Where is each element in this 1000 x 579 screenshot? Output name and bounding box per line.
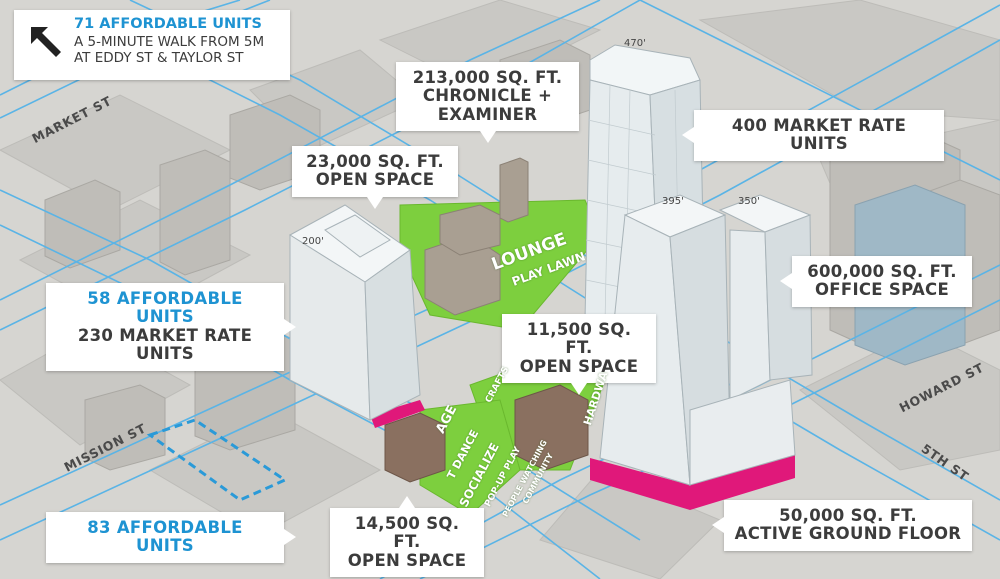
affordable-58-line1: 58 AFFORDABLE UNITS	[87, 289, 243, 327]
active-ground-floor-strips	[370, 400, 795, 510]
chronicle-line3: EXAMINER	[437, 104, 538, 124]
open-space-14k-line2: OPEN SPACE	[347, 550, 467, 570]
open-space-14k-line1: 14,500 SQ. FT.	[354, 514, 460, 552]
brick-buildings	[384, 384, 589, 483]
historic-buildings	[424, 157, 529, 316]
building-200	[289, 204, 421, 421]
callout-400-market-rate: 400 MARKET RATE UNITS	[682, 110, 944, 161]
open-space-11k-line2: OPEN SPACE	[519, 356, 639, 376]
open-space-11k-line1: 11,500 SQ. FT.	[526, 320, 632, 358]
affordable-58-line2: 230 MARKET RATE UNITS	[77, 325, 253, 364]
callout-58-affordable: 58 AFFORDABLE UNITS 230 MARKET RATE UNIT…	[46, 283, 296, 371]
height-395: 395'	[662, 196, 684, 207]
walk-box-line1: A 5-MINUTE WALK FROM 5M	[74, 33, 265, 50]
callout-chronicle-examiner: 213,000 SQ. FT. CHRONICLE + EXAMINER	[396, 62, 579, 144]
affordable-83-line1: 83 AFFORDABLE UNITS	[87, 518, 243, 556]
chronicle-line1: 213,000 SQ. FT.	[412, 68, 563, 87]
chronicle-line2: CHRONICLE +	[422, 86, 553, 106]
open-space-23k-line1: 23,000 SQ. FT.	[306, 152, 444, 171]
callout-83-affordable: 83 AFFORDABLE UNITS	[46, 512, 296, 563]
walk-distance-box: 71 AFFORDABLE UNITS A 5-MINUTE WALK FROM…	[14, 10, 290, 80]
height-350: 350'	[738, 196, 760, 207]
office-600k-line2: OFFICE SPACE	[814, 280, 950, 300]
height-200: 200'	[302, 236, 324, 247]
tower-350	[689, 194, 813, 486]
open-space-23k-line2: OPEN SPACE	[315, 170, 435, 190]
office-600k-line1: 600,000 SQ. FT.	[807, 262, 957, 281]
callout-active-ground-floor: 50,000 SQ. FT. ACTIVE GROUND FLOOR	[712, 500, 972, 551]
height-470: 470'	[624, 38, 646, 49]
callout-office-600000: 600,000 SQ. FT. OFFICE SPACE	[780, 256, 972, 307]
callout-open-space-14500: 14,500 SQ. FT. OPEN SPACE	[330, 495, 484, 578]
walk-box-title: 71 AFFORDABLE UNITS	[74, 16, 262, 32]
affordable-83-site-outline	[146, 418, 289, 502]
walk-box-line2: AT EDDY ST & TAYLOR ST	[74, 50, 244, 67]
arrow-up-left-icon	[31, 27, 61, 57]
market-400-line1: 400 MARKET RATE UNITS	[731, 116, 907, 154]
callout-open-space-23000: 23,000 SQ. FT. OPEN SPACE	[292, 146, 458, 209]
callout-open-space-11500: 11,500 SQ. FT. OPEN SPACE	[502, 314, 656, 396]
ground-floor-line1: 50,000 SQ. FT.	[779, 506, 917, 525]
ground-floor-line2: ACTIVE GROUND FLOOR	[734, 524, 962, 544]
